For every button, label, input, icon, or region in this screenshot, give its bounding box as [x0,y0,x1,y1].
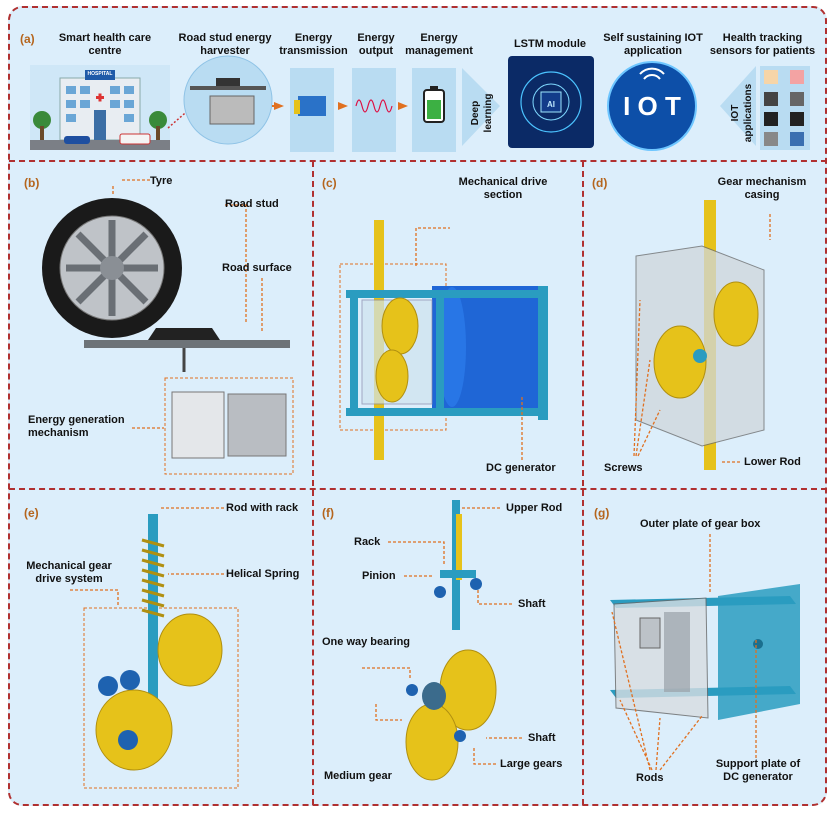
stud-mechanism [209,95,255,125]
panel-a-graphics [30,55,810,152]
panel-f-label: (f) [322,506,334,520]
wifi-icon [639,67,665,80]
smart-health-label: Smart health care centre [58,32,152,57]
iot-application-label: Self sustaining IOT application [603,32,703,57]
ai-chip-label: AI [547,100,555,109]
top-rod [346,290,546,298]
lstm-module-label: LSTM module [513,38,587,50]
iot-circle [607,61,697,151]
health-sensors-label: Health tracking sensors for patients [709,32,816,57]
gear-large-e [157,613,223,687]
gear-drive-box [83,607,239,789]
helical-spring [141,538,165,618]
tree-right [149,111,167,129]
col-divider-1 [312,161,314,805]
panel-c-label: (c) [322,176,337,190]
bottom-rod [346,408,546,416]
gear-medium-e [95,689,173,771]
upper-rod-label: Upper Rod [506,502,563,514]
medium-gear-label: Medium gear [324,770,392,782]
energy-generation-box [164,377,294,475]
output-wave [355,99,393,113]
rod-with-rack-label: Rod with rack [226,502,299,514]
lower-rod-label: Lower Rod [744,456,801,468]
rack [456,514,462,580]
panel-e-label: (e) [24,506,39,520]
tree-left [33,111,51,129]
energy-output-label: Energy output [357,32,395,57]
energy-management-label: Energy management [405,32,473,57]
drive-section-box [339,263,447,431]
car-blue [64,136,90,144]
row-divider-1 [9,160,827,162]
deep-learning-arrow [462,68,500,146]
iot-applications-arrow [720,66,756,146]
dc-generator-label: DC generator [486,462,556,474]
road-stud-label: Road stud [225,198,279,210]
panel-d-label: (d) [592,176,608,190]
hospital-windows [66,86,134,122]
one-way-bearing [422,682,446,710]
one-way-bearing-label: One way bearing [322,636,411,648]
mechanical-drive-label: Mechanical drive section [458,176,548,201]
road-plate [190,86,266,90]
street [30,140,170,150]
hospital-sign [85,70,115,80]
gear-housing [171,391,225,459]
pinion-shaft [440,570,476,578]
iot-text: I O T [623,91,681,121]
road-surface-label: Road surface [222,262,292,274]
pinion [434,586,446,598]
support-plate [718,584,800,720]
gear-casing-label: Gear mechanism casing [717,176,807,201]
panel-g-label: (g) [594,506,610,520]
helical-spring-label: Helical Spring [226,568,300,580]
sensor-icons [764,70,804,146]
screws-label: Screws [604,462,643,474]
gear-lower [375,349,409,403]
ambulance [119,133,151,145]
pinion-label: Pinion [362,570,396,582]
shaft-top-label: Shaft [518,598,546,610]
wheel-hub [100,256,124,280]
col-divider-2 [582,161,584,805]
hospital-door [94,110,106,140]
ai-chip [540,91,562,113]
rod-with-rack [148,514,158,744]
panel-a-label: (a) [20,32,35,46]
stud-top [216,78,240,86]
output-box [352,68,396,152]
outer-plate [613,597,709,719]
flow-arrows [274,102,408,110]
casing-gear-top [713,281,759,347]
road-stud [148,328,220,340]
road-stud-harvester-label: Road stud energy harvester [178,32,272,57]
red-cross-v [98,93,102,102]
panel-b-label: (b) [24,176,40,190]
road-surface [84,340,290,348]
tyre-label: Tyre [150,175,173,187]
casing-gear-main [653,325,707,399]
shaft-bottom-label: Shaft [528,732,556,744]
outer-plate-label: Outer plate of gear box [640,518,761,530]
generator-body [227,393,287,457]
energy-transmission-label: Energy transmission [279,32,348,57]
energy-generation-label: Energy generation mechanism [28,414,125,439]
rack-label: Rack [354,536,381,548]
support-plate-label: Support plate of DC generator [715,758,801,783]
row-divider-2 [9,488,827,490]
mechanical-gear-label: Mechanical gear drive system [26,560,112,585]
rods-label: Rods [636,772,664,784]
large-gears-label: Large gears [500,758,563,770]
hospital-sign-text: HOSPITAL [87,71,113,77]
